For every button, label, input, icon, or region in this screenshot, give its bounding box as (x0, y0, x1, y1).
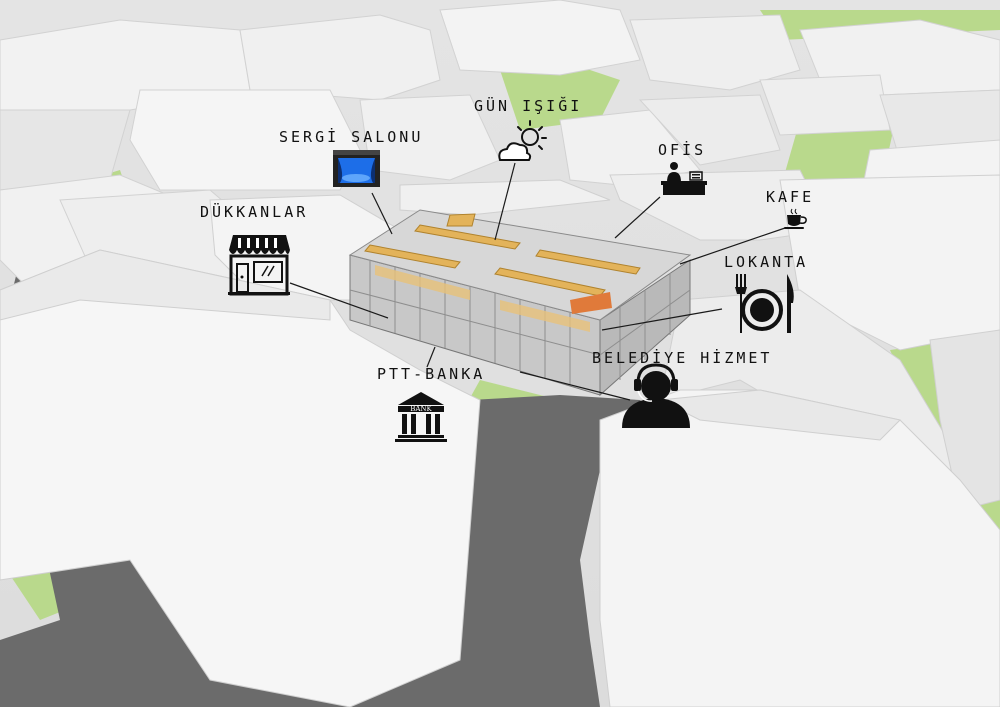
label-belediye-hizmet: BELEDİYE HİZMET (592, 349, 773, 367)
label-ptt-banka: PTT-BANKA (377, 365, 486, 383)
storefront-icon (228, 235, 290, 296)
label-kafe: KAFE (766, 188, 815, 206)
label-ofis: OFİS (658, 141, 707, 159)
background-buildings (0, 0, 1000, 301)
label-sergi-salonu: SERGİ SALONU (279, 128, 424, 146)
project-building (348, 209, 692, 397)
foreground-buildings (0, 249, 1000, 707)
theater-stage-icon (333, 150, 380, 187)
office-desk-icon (661, 162, 707, 195)
label-dukkanlar: DÜKKANLAR (200, 203, 309, 221)
sun-cloud-icon (498, 120, 547, 161)
label-gun-isigi: GÜN IŞIĞI (474, 97, 583, 115)
headset-operator-icon (622, 363, 690, 428)
leader-lines (289, 162, 786, 401)
fork-plate-knife-icon (735, 274, 794, 333)
label-lokanta: LOKANTA (724, 253, 809, 271)
bank-icon-text: BANK (410, 405, 432, 413)
bank-building-icon: BANK (395, 392, 447, 442)
coffee-cup-icon (784, 208, 807, 229)
